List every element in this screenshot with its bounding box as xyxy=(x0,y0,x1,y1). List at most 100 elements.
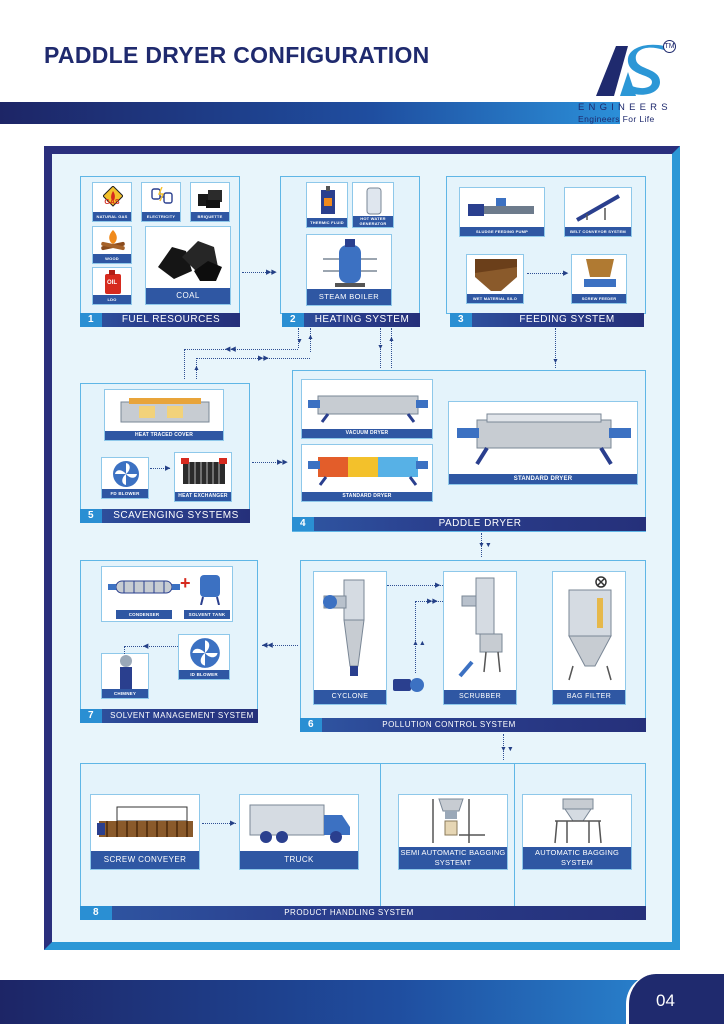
product-section-label: PRODUCT HANDLING SYSTEM xyxy=(284,908,414,917)
heat-exchanger-card: HEAT EXCHANGER xyxy=(174,452,232,502)
belt-conveyor-card: BELT CONVEYOR SYSTEM xyxy=(564,187,632,237)
feeding-section-label: FEEDING SYSTEM xyxy=(519,314,615,325)
arrowhead-icon: ▲▲ xyxy=(412,640,426,647)
cyclone-to-scrubber-top-line xyxy=(387,585,443,586)
coal-card: COAL xyxy=(145,226,231,305)
product-section-number: 8 xyxy=(80,906,112,920)
product-divider-1 xyxy=(380,763,381,907)
heating-section-title: 2 HEATING SYSTEM xyxy=(282,313,420,327)
paddle-section-title: 4 PADDLE DRYER xyxy=(292,517,646,531)
auto-bagging-card: AUTOMATIC BAGGING SYSTEM xyxy=(522,794,632,870)
page-title: PADDLE DRYER CONFIGURATION xyxy=(44,42,430,68)
wood-caption: WOOD xyxy=(93,254,131,263)
chimney-icon xyxy=(120,655,132,689)
arrowhead-icon: ▲ xyxy=(193,365,200,372)
heating-to-scavenging-line xyxy=(184,349,298,350)
briquette-icon xyxy=(198,190,222,208)
condenser-caption: CONDENSER xyxy=(116,610,172,619)
header-bar xyxy=(0,102,620,124)
natural-gas-caption: NATURAL GAS xyxy=(93,212,131,221)
screw-feeder-caption: SCREW FEEDER xyxy=(572,294,626,303)
arrowhead-icon: ▶▶ xyxy=(266,269,277,276)
scavenging-up-line-b xyxy=(196,358,197,379)
logo-tagline: Engineers For Life xyxy=(578,114,655,124)
pump-to-scrubber-line xyxy=(415,601,443,602)
solvent-section-label: SOLVENT MANAGEMENT SYSTEM xyxy=(110,711,254,720)
scrubber-icon xyxy=(458,577,503,678)
scavenging-section-label: SCAVENGING SYSTEMS xyxy=(113,510,239,521)
electricity-caption: ELECTRICITY xyxy=(142,212,180,221)
arrowhead-icon: ▶ xyxy=(435,582,441,589)
sludge-pump-card: SLUDGE FEEDING PUMP xyxy=(459,187,545,237)
heat-traced-cover-icon xyxy=(120,398,210,423)
steam-boiler-icon xyxy=(323,239,377,287)
wet-silo-card: WET MATERIAL SILO xyxy=(466,254,524,304)
blower-to-chimney-line xyxy=(124,646,178,647)
coal-icon xyxy=(158,241,222,281)
oil-can-icon xyxy=(105,270,121,294)
sludge-pump-icon xyxy=(468,198,534,216)
wood-fire-icon xyxy=(101,230,125,251)
logo-engineers-text: ENGINEERS xyxy=(578,102,672,113)
fuel-section-label: FUEL RESOURCES xyxy=(121,314,221,325)
standard-dryer-large-caption: STANDARD DRYER xyxy=(449,474,637,484)
thermic-fluid-heater-icon xyxy=(321,186,335,214)
standard-dryer-large-icon xyxy=(457,413,631,466)
fd-blower-caption: FD BLOWER xyxy=(102,489,148,498)
paddle-section-label: PADDLE DRYER xyxy=(438,518,522,529)
bag-filter-card: BAG FILTER xyxy=(552,571,626,705)
scavenging-to-heating-line xyxy=(196,358,310,359)
truck-card: TRUCK xyxy=(239,794,359,870)
ldo-card: OIL LDO xyxy=(92,267,132,305)
natural-gas-card: GAS NATURAL GAS xyxy=(92,182,132,222)
chimney-caption: CHIMNEY xyxy=(102,689,148,698)
arrowhead-icon: ▶ xyxy=(230,820,236,827)
condenser-icon xyxy=(108,580,180,594)
coal-caption: COAL xyxy=(146,288,230,304)
heating-section-label: HEATING SYSTEM xyxy=(314,314,410,325)
screw-conveyer-caption: SCREW CONVEYER xyxy=(91,851,199,869)
heating-down-right-line xyxy=(310,328,311,352)
belt-conveyor-caption: BELT CONVEYOR SYSTEM xyxy=(565,227,631,236)
conveyer-to-truck-arrow xyxy=(202,823,236,824)
solvent-tank-caption: SOLVENT TANK xyxy=(184,610,230,619)
solvent-section-number: 7 xyxy=(80,709,102,723)
heat-traced-cover-caption: HEAT TRACED COVER xyxy=(105,431,223,440)
ldo-caption: LDO xyxy=(93,295,131,304)
feeding-section-title: 3 FEEDING SYSTEM xyxy=(450,313,644,327)
scavenging-section-number: 5 xyxy=(80,509,102,523)
heat-traced-cover-card: HEAT TRACED COVER xyxy=(104,389,224,441)
product-section-title: 8 PRODUCT HANDLING SYSTEM xyxy=(80,906,646,920)
truck-caption: TRUCK xyxy=(240,851,358,869)
fuel-section-number: 1 xyxy=(80,313,102,327)
thermic-fluid-card: THERMIC FLUID xyxy=(306,182,348,228)
arrowhead-icon: ▶▶ xyxy=(277,459,288,466)
trademark-badge: TM xyxy=(663,40,676,53)
gas-label: GAS xyxy=(104,199,120,206)
arrowhead-icon: ◀ xyxy=(143,643,149,650)
screw-feeder-card: SCREW FEEDER xyxy=(571,254,627,304)
arrowhead-icon: ◀◀ xyxy=(225,346,236,353)
screw-conveyer-icon xyxy=(97,806,193,837)
screw-feeder-icon xyxy=(584,259,616,287)
semi-auto-bagging-caption: SEMI AUTOMATIC BAGGING SYSTEMT xyxy=(399,847,507,869)
briquette-card: BRIQUETTE xyxy=(190,182,230,222)
pollution-section-title: 6 POLLUTION CONTROL SYSTEM xyxy=(300,718,646,732)
water-heater-icon xyxy=(366,187,382,215)
arrowhead-icon: ▼▼ xyxy=(478,542,492,549)
auto-bagging-icon xyxy=(554,798,602,844)
arrowhead-icon: ▲ xyxy=(307,334,314,341)
arrowhead-icon: ▶ xyxy=(563,270,569,277)
standard-dryer-large-card: STANDARD DRYER xyxy=(448,401,638,485)
pump-riser-line xyxy=(415,601,416,673)
truck-icon xyxy=(249,804,350,843)
chimney-up-line xyxy=(124,646,125,654)
steam-boiler-card: STEAM BOILER xyxy=(306,234,392,306)
hot-water-card: HOT WATER GENERATOR xyxy=(352,182,394,228)
wet-silo-icon xyxy=(475,259,517,291)
scrubber-card: SCRUBBER xyxy=(443,571,517,705)
electricity-card: ELECTRICITY xyxy=(141,182,181,222)
arrowhead-icon: ▶▶ xyxy=(258,355,269,362)
as-logo-icon xyxy=(596,44,664,96)
pump-motor-icon xyxy=(393,678,424,692)
